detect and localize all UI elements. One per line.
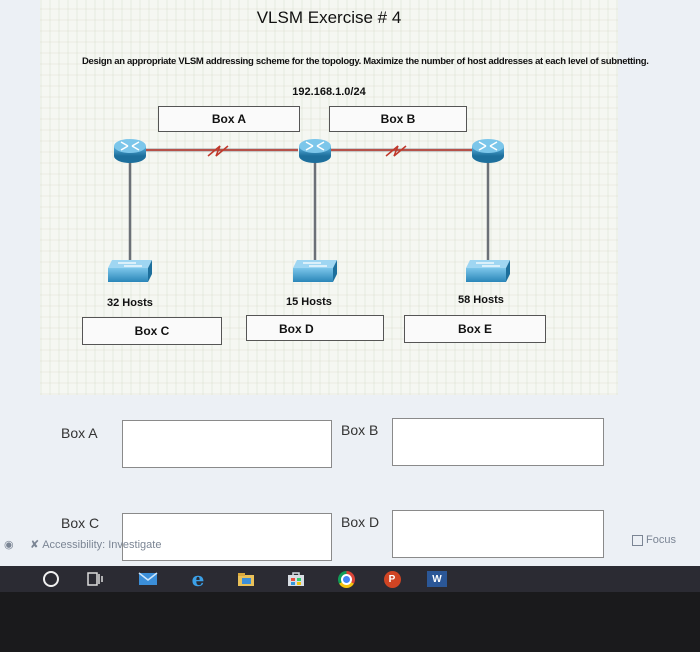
- answer-field-box-b[interactable]: [392, 418, 604, 466]
- slide-title: VLSM Exercise # 4: [256, 8, 402, 27]
- topology-diagram: [108, 139, 510, 282]
- store-icon[interactable]: [284, 569, 308, 589]
- serial-link-right: [330, 145, 472, 157]
- switch-icon: [108, 260, 152, 282]
- edge-icon[interactable]: e: [191, 567, 205, 591]
- topology-box-d: Box D: [246, 315, 384, 341]
- accessibility-status[interactable]: ✘ Accessibility: Investigate: [30, 538, 162, 552]
- topology-slide: VLSM Exercise # 4 Design an appropriate …: [40, 0, 649, 395]
- router-icon: [299, 139, 331, 163]
- router-icon: [472, 139, 504, 163]
- document-page: VLSM Exercise # 4 Design an appropriate …: [0, 0, 700, 568]
- answer-field-box-a[interactable]: [122, 420, 332, 468]
- mail-icon[interactable]: [136, 569, 160, 589]
- answer-label-box-d: Box D: [341, 514, 380, 530]
- topology-box-b: Box B: [329, 106, 467, 132]
- hosts-left: 32 Hosts: [107, 297, 153, 309]
- focus-mode-button[interactable]: Focus: [632, 534, 676, 546]
- switch-icon: [466, 260, 510, 282]
- file-explorer-icon[interactable]: [234, 569, 258, 589]
- answer-label-box-b: Box B: [341, 422, 379, 438]
- answer-field-box-d[interactable]: [392, 510, 604, 558]
- answer-label-box-a: Box A: [61, 425, 98, 441]
- answer-field-box-c[interactable]: [122, 513, 332, 561]
- topology-box-c: Box C: [82, 317, 222, 345]
- topology-box-e: Box E: [404, 315, 546, 343]
- hosts-middle: 15 Hosts: [286, 296, 332, 308]
- chrome-icon[interactable]: [334, 569, 358, 589]
- hosts-right: 58 Hosts: [458, 294, 504, 306]
- accessibility-label: Accessibility: Investigate: [42, 538, 162, 551]
- slide-instruction: Design an appropriate VLSM addressing sc…: [82, 56, 649, 67]
- switch-icon: [293, 260, 337, 282]
- start-circle-icon[interactable]: [40, 569, 62, 589]
- word-icon[interactable]: W: [424, 569, 450, 589]
- status-page-icon: ◉: [4, 539, 14, 551]
- serial-link-left: [144, 145, 298, 157]
- windows-taskbar: e P W: [0, 566, 700, 592]
- router-icon: [114, 139, 146, 163]
- network-address: 192.168.1.0/24: [292, 86, 366, 98]
- accessibility-icon: ✘: [30, 539, 40, 551]
- answer-label-box-c: Box C: [61, 515, 100, 531]
- powerpoint-icon[interactable]: P: [380, 569, 404, 589]
- focus-label: Focus: [646, 534, 676, 546]
- focus-icon: [632, 534, 643, 546]
- topology-box-a: Box A: [158, 106, 300, 132]
- task-view-icon[interactable]: [84, 569, 106, 589]
